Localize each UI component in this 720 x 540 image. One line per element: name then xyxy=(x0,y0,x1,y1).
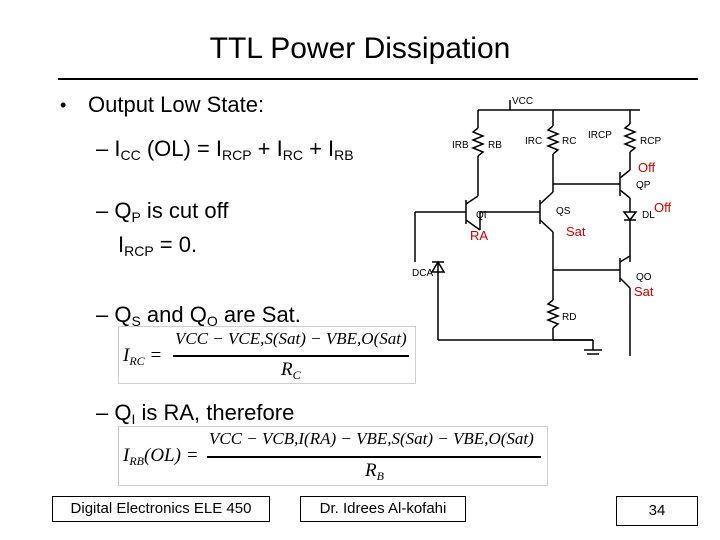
qi-state-label: RA xyxy=(470,228,488,243)
qs-qo-sat-text: – QS and QO are Sat. xyxy=(96,302,301,329)
qp-label: QP xyxy=(636,180,651,191)
irb-numerator: VCC − VCB,I(RA) − VBE,S(Sat) − VBE,O(Sat… xyxy=(209,429,534,448)
irb-denominator: RB xyxy=(365,460,384,483)
irb-equation: IRB(OL) = VCC − VCB,I(RA) − VBE,S(Sat) −… xyxy=(118,426,548,486)
rcp-label: RCP xyxy=(640,136,661,147)
irc-label: IRC xyxy=(525,136,542,147)
qo-state-label: Sat xyxy=(634,284,654,299)
ircp-label: IRCP xyxy=(588,130,612,141)
icc-equation-text: – ICC (OL) = IRCP + IRC + IRB xyxy=(96,136,354,163)
slide-title: TTL Power Dissipation xyxy=(209,32,511,65)
dl-label: DL xyxy=(642,210,655,221)
irc-denominator: RC xyxy=(281,359,301,382)
dca-label: DCA xyxy=(412,268,433,279)
rb-label: RB xyxy=(488,140,502,151)
qs-label: QS xyxy=(556,206,571,217)
irb-label: IRB xyxy=(452,140,469,151)
qs-state-label: Sat xyxy=(566,224,586,239)
footer-page-number: 34 xyxy=(616,496,698,526)
dl-state-label: Off xyxy=(654,200,671,215)
footer-author: Dr. Idrees Al-kofahi xyxy=(300,496,466,522)
qi-ra-text: – QI is RA, therefore xyxy=(96,400,295,427)
vcc-label: VCC xyxy=(512,96,533,107)
bullet-dot: • xyxy=(60,95,67,115)
qp-state-label: Off xyxy=(638,160,655,175)
ircp-zero-text: IRCP = 0. xyxy=(118,232,198,259)
irb-fraction-bar xyxy=(207,456,541,458)
irc-numerator: VCC − VCE,S(Sat) − VBE,O(Sat) xyxy=(175,329,407,348)
rc-label: RC xyxy=(562,136,576,147)
heading-output-low: Output Low State: xyxy=(88,92,265,117)
qp-cutoff-text: – QP is cut off xyxy=(96,198,229,225)
qi-label: QI xyxy=(476,210,487,221)
irc-equation: IRC = VCC − VCE,S(Sat) − VBE,O(Sat) RC xyxy=(118,326,416,384)
rd-label: RD xyxy=(562,312,576,323)
irc-fraction-bar xyxy=(173,355,409,357)
qo-label: QO xyxy=(636,272,652,283)
footer-course: Digital Electronics ELE 450 xyxy=(52,496,270,522)
title-rule xyxy=(58,78,698,80)
